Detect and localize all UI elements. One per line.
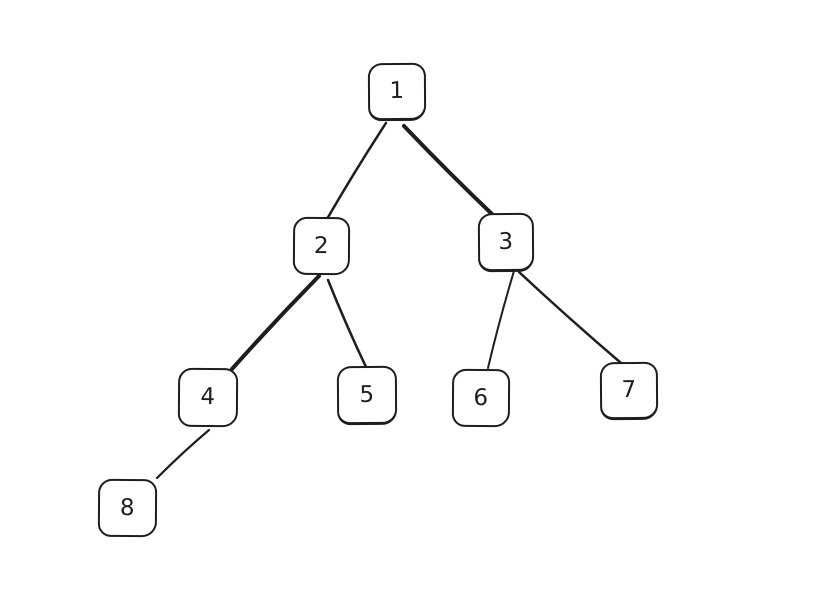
- node-label: 2: [313, 232, 330, 259]
- tree-node-1: 1: [367, 62, 427, 122]
- tree-node-2: 2: [292, 216, 351, 276]
- tree-edge-3-7: [517, 270, 623, 365]
- tree-edge-1-2: [325, 121, 388, 221]
- tree-edge-4-8: [155, 428, 211, 480]
- tree-node-3: 3: [477, 212, 535, 273]
- tree-edge-3-6: [487, 270, 515, 369]
- tree-edge-2-4: [230, 274, 321, 371]
- tree-node-4: 4: [177, 367, 239, 428]
- node-label: 6: [473, 384, 489, 411]
- tree-edge-2-5: [326, 278, 368, 369]
- tree-node-8: 8: [97, 478, 158, 538]
- node-label: 7: [621, 376, 637, 404]
- node-label: 4: [200, 383, 216, 411]
- tree-node-7: 7: [599, 361, 659, 421]
- node-label: 8: [119, 494, 136, 521]
- tree-node-6: 6: [451, 368, 511, 428]
- node-label: 1: [389, 77, 405, 105]
- tree-node-5: 5: [336, 365, 398, 426]
- tree-edge-1-3: [402, 124, 496, 218]
- node-label: 3: [498, 228, 514, 255]
- node-label: 5: [359, 381, 375, 408]
